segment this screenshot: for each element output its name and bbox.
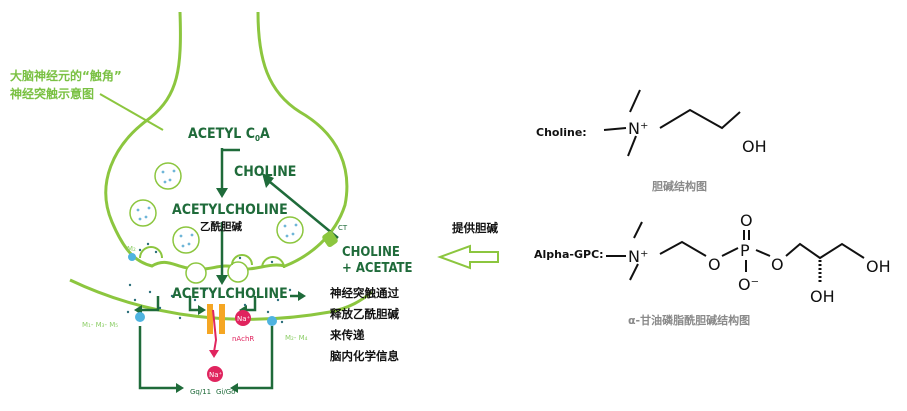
alpha-gpc-oh2: OH — [810, 287, 835, 306]
alpha-gpc-p: P — [740, 241, 750, 260]
alpha-gpc-o2: O — [771, 255, 784, 274]
vesicle-contents — [136, 169, 298, 248]
choline-oh: OH — [742, 137, 767, 156]
synaptic-vesicles — [129, 162, 304, 284]
vesicle — [129, 199, 157, 227]
pathway-arrows — [138, 148, 339, 390]
label-m2: M₂ — [127, 245, 136, 253]
ct-transporter — [322, 231, 338, 247]
muscarinic-receptors — [128, 253, 277, 326]
fused-vesicles — [139, 246, 285, 269]
alpha-gpc-o-minus: O⁻ — [738, 275, 759, 294]
alpha-gpc-n-plus: N⁺ — [628, 247, 648, 266]
choline-label: Choline: — [536, 126, 587, 139]
label-acetyl-coa: ACETYL C0A — [188, 126, 270, 143]
alpha-gpc-oh1: OH — [866, 257, 891, 276]
alpha-gpc-structure-bonds — [606, 221, 865, 281]
label-acetyl-coa-end: A — [260, 126, 270, 142]
sodium-ion-bottom — [207, 366, 223, 382]
sodium-ion-top — [235, 310, 251, 326]
vesicle — [154, 162, 182, 190]
label-m1m3m5: M₁- M₃- M₅ — [82, 321, 118, 329]
vesicle — [227, 261, 249, 283]
caption-line-1: 大脑神经元的“触角” — [10, 68, 122, 83]
receptor-m2 — [128, 253, 136, 261]
label-acetyl-coa-main: ACETYL C — [188, 126, 255, 142]
receptor-m2m4 — [267, 316, 277, 326]
label-acetylcholine-bottom: ACETYLCHOLINE — [172, 286, 288, 302]
choline-structure-bonds — [603, 89, 741, 157]
alpha-gpc-o1: O — [708, 255, 721, 274]
vesicle — [185, 262, 207, 284]
label-gq11: Gq/11 — [190, 388, 211, 396]
label-acetylcholine-top: ACETYLCHOLINE — [172, 202, 288, 218]
label-na-bottom: Na⁺ — [209, 371, 223, 379]
nachr-channel — [207, 304, 251, 382]
label-acetyl-coa-sub: 0 — [255, 134, 260, 143]
released-acetylcholine-dots — [126, 242, 292, 324]
provide-choline-arrow — [437, 244, 499, 270]
label-ct: CT — [338, 224, 348, 232]
annotation-line-2: 释放乙酰胆碱 — [330, 307, 399, 321]
label-choline-acetate-2: + ACETATE — [342, 261, 412, 276]
label-m2m4: M₂- M₄ — [285, 334, 308, 342]
alpha-gpc-label: Alpha-GPC: — [534, 248, 604, 261]
label-choline-acetate-1: CHOLINE — [342, 245, 400, 260]
vesicle — [172, 226, 200, 254]
caption-pointer-line — [99, 93, 164, 131]
annotation-line-4: 脑内化学信息 — [330, 349, 399, 363]
choline-caption: 胆碱结构图 — [652, 179, 707, 193]
receptor-m1m3m5 — [135, 312, 145, 322]
label-nachr: nAchR — [232, 335, 254, 343]
label-choline: CHOLINE — [234, 164, 296, 180]
annotation-line-1: 神经突触通过 — [330, 286, 399, 300]
choline-n-plus: N⁺ — [628, 119, 648, 138]
presynaptic-terminal-outline — [104, 11, 349, 271]
vesicle — [276, 216, 304, 244]
label-acetylcholine-cn: 乙酰胆碱 — [200, 220, 242, 233]
alpha-gpc-o-top: O — [740, 211, 753, 230]
arrow-label-provide-choline: 提供胆碱 — [452, 221, 498, 235]
caption-line-2: 神经突触示意图 — [10, 86, 94, 101]
label-na-top: Na⁺ — [237, 315, 251, 323]
alpha-gpc-caption: α-甘油磷脂酰胆碱结构图 — [628, 313, 750, 327]
annotation-line-3: 来传递 — [329, 328, 365, 342]
label-gigo: Gi/Go — [216, 388, 235, 396]
